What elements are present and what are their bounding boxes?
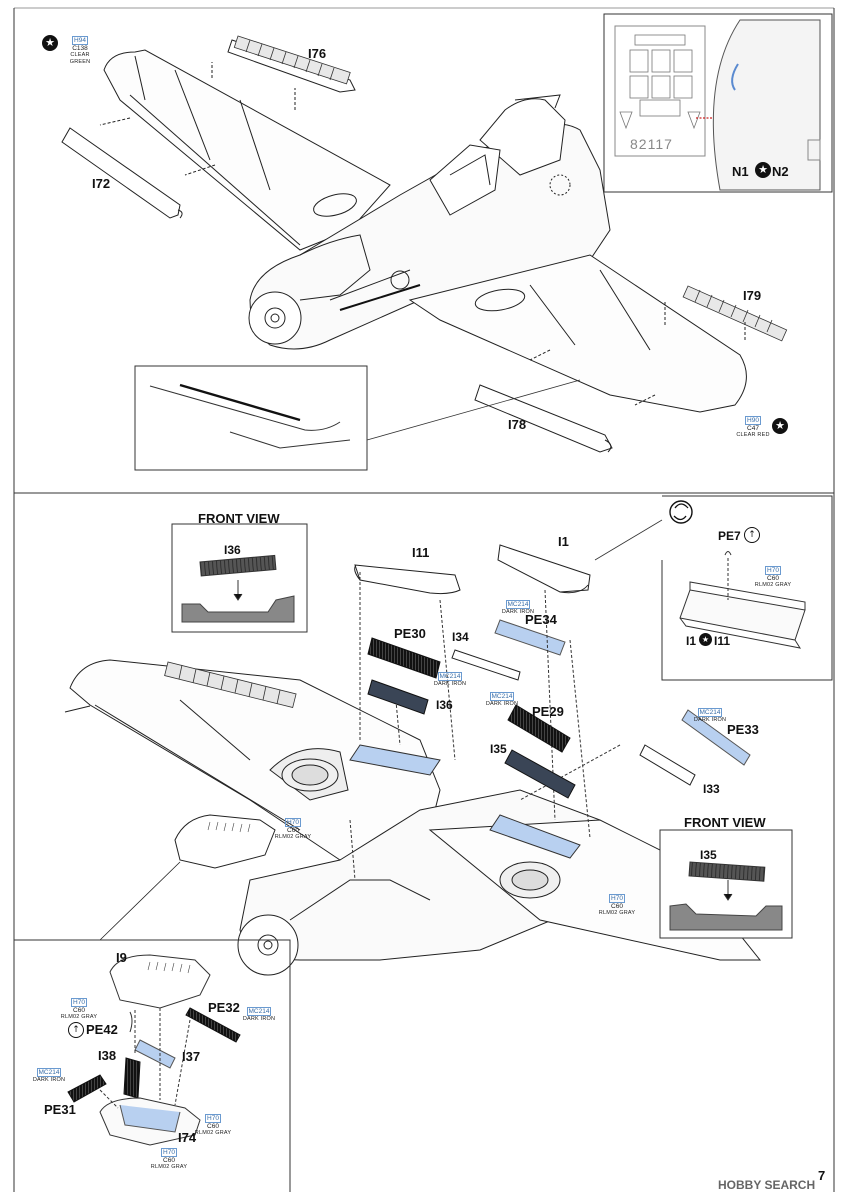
- star-marker-right: ★: [772, 418, 788, 434]
- mask-inset: [603, 13, 833, 193]
- part-label-i35: I35: [490, 742, 507, 756]
- paint-h70-a: H70 C60 RLM02 GRAY: [274, 818, 312, 840]
- paint-clear-red: H90 C47 CLEAR RED: [736, 416, 770, 438]
- paint-h70-b: H70 C60 RLM02 GRAY: [598, 894, 636, 916]
- scoop-inset: [14, 939, 291, 1192]
- paint-clear-green: H94 C138 CLEAR GREEN: [69, 36, 91, 65]
- part-label-pe29: PE29: [532, 704, 564, 719]
- paint-mc214-a: MC214 DARK IRON: [501, 600, 535, 615]
- bottom-aircraft: [64, 544, 762, 976]
- part-label-pe31: PE31: [44, 1102, 76, 1117]
- part-label-i1: I1: [558, 534, 569, 549]
- part-label-i9: I9: [116, 950, 127, 965]
- part-label-i33: I33: [703, 782, 720, 796]
- part-label-inset-i11: I11: [714, 634, 731, 648]
- part-label-pe32: PE32: [208, 1000, 240, 1015]
- star-marker-left: ★: [42, 35, 58, 51]
- part-label-i79: I79: [743, 288, 762, 303]
- pe30-part: [367, 637, 441, 679]
- part-label-inset-i1: I1: [686, 634, 697, 648]
- paint-mc214-e: MC214 DARK IRON: [242, 1007, 276, 1022]
- part-label-pe42: PE42: [86, 1022, 118, 1037]
- mask-code: 82117: [630, 136, 673, 152]
- paint-h70-f: H70 C60 RLM02 GRAY: [150, 1148, 188, 1170]
- paint-mc214-c: MC214 DARK IRON: [485, 692, 519, 707]
- part-label-i11: I11: [412, 545, 430, 560]
- paint-h70-c: H70 C60 RLM02 GRAY: [754, 566, 792, 588]
- pe29-part: [507, 704, 571, 753]
- front-view-title-1: FRONT VIEW: [198, 511, 280, 526]
- part-label-pe30: PE30: [394, 626, 426, 641]
- front-view-part-2: I35: [700, 848, 717, 862]
- part-label-n2: N2: [772, 164, 789, 179]
- part-label-pe34: PE34: [525, 612, 557, 627]
- paint-mc214-d: MC214 DARK IRON: [693, 708, 727, 723]
- front-view-box-1: [171, 523, 308, 633]
- part-label-n1: N1: [732, 164, 749, 179]
- pe7-inset: [594, 495, 833, 681]
- part-label-i34: I34: [452, 630, 469, 644]
- i35-part: [504, 749, 576, 799]
- star-marker-n: ★: [755, 162, 771, 178]
- paint-h70-d: H70 C60 RLM02 GRAY: [60, 998, 98, 1020]
- part-label-i76: I76: [308, 46, 327, 61]
- front-view-box-2: [659, 829, 793, 939]
- part-label-pe7: PE7: [718, 529, 741, 543]
- paint-mc214-b: MC214 DARK IRON: [433, 672, 467, 687]
- paint-mc214-f: MC214 DARK IRON: [32, 1068, 66, 1083]
- watermark: HOBBY SEARCH: [718, 1178, 816, 1192]
- part-label-i74: I74: [178, 1130, 197, 1145]
- front-view-title-2: FRONT VIEW: [684, 815, 766, 830]
- bend-icon-pe42: ↑: [68, 1022, 84, 1038]
- part-label-i36: I36: [436, 698, 453, 712]
- part-label-pe33: PE33: [727, 722, 759, 737]
- part-label-i37: I37: [182, 1049, 201, 1064]
- bend-icon-pe7: ↑: [744, 527, 760, 543]
- detail-callout-top: [134, 365, 581, 471]
- part-label-i38: I38: [98, 1048, 117, 1063]
- part-label-i72: I72: [92, 176, 111, 191]
- part-label-i78: I78: [508, 417, 527, 432]
- top-aircraft: [61, 35, 788, 453]
- page-number: 7: [818, 1168, 826, 1183]
- i36-part: [367, 679, 429, 715]
- front-view-part-1: I36: [224, 543, 241, 557]
- star-marker-inset: ★: [699, 633, 712, 646]
- paint-h70-e: H70 C60 RLM02 GRAY: [194, 1114, 232, 1136]
